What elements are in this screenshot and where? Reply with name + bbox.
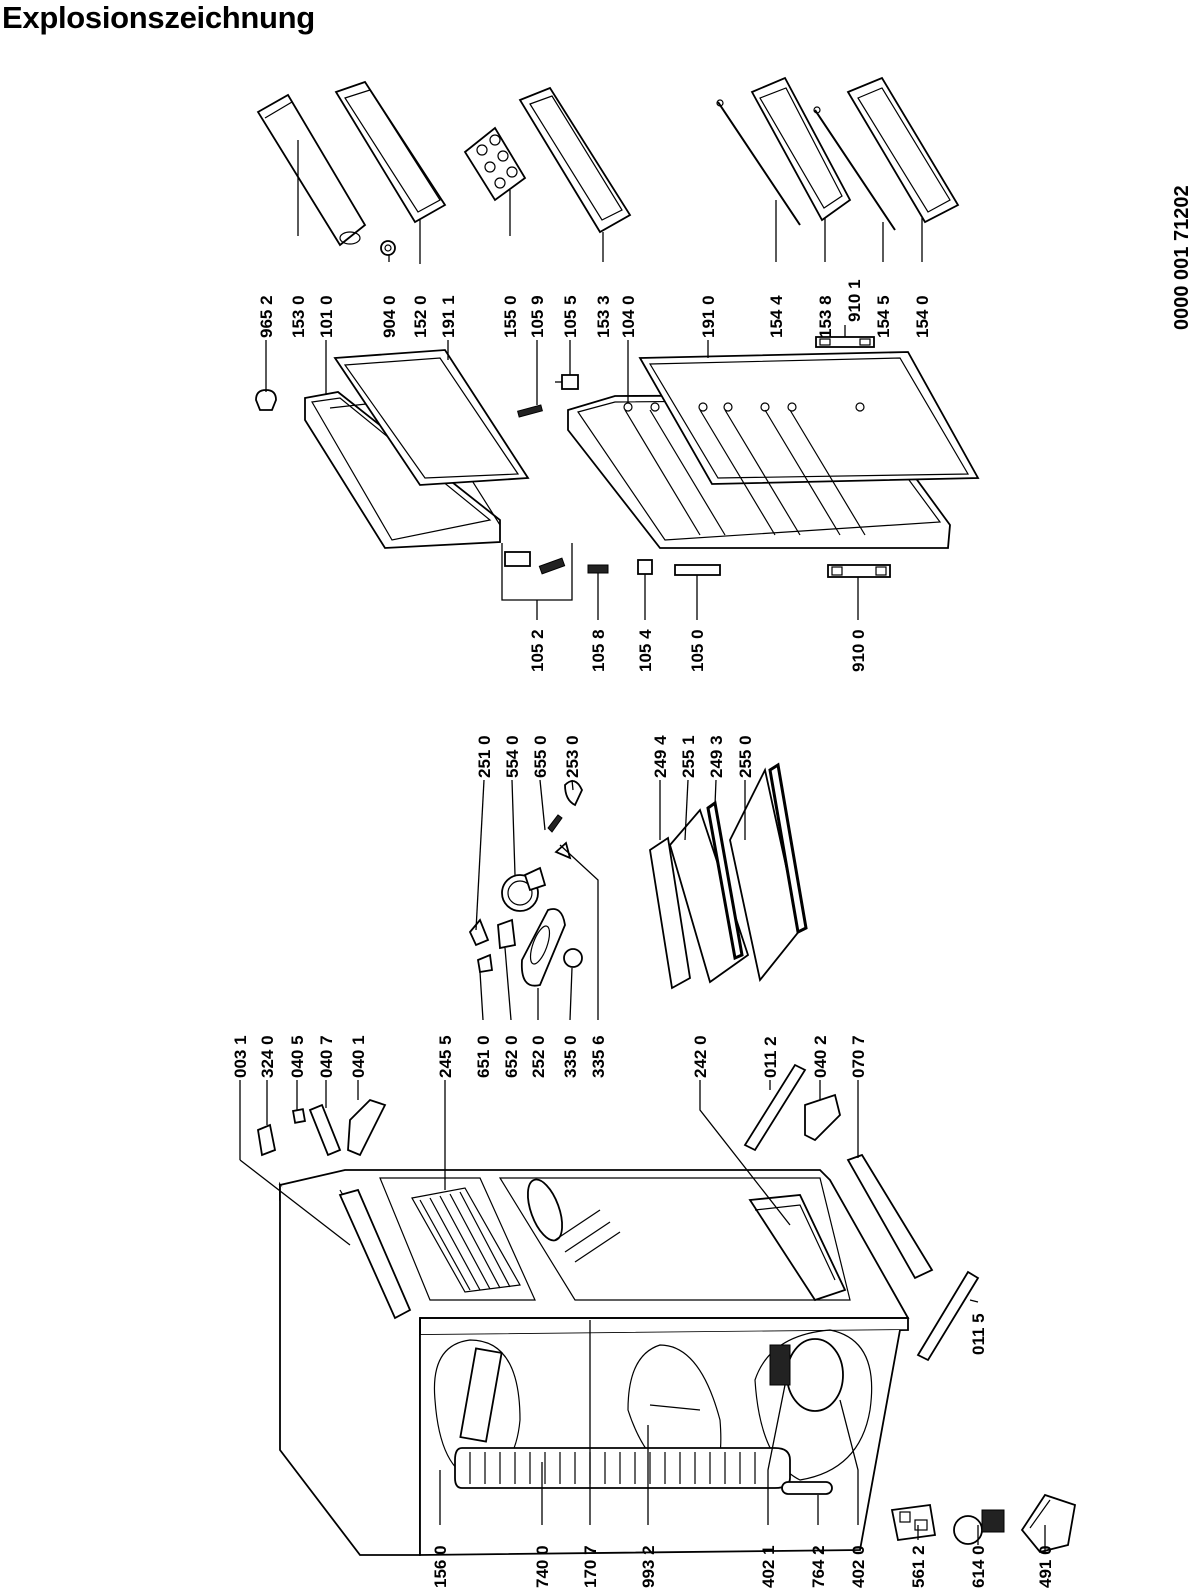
label-191-1: 191 1 <box>439 295 458 338</box>
label-154-5: 154 5 <box>874 295 893 338</box>
label-155-0: 155 0 <box>501 295 520 338</box>
label-651-0: 651 0 <box>474 1035 493 1078</box>
label-011-2: 011 2 <box>761 1036 780 1078</box>
label-070-7: 070 7 <box>849 1035 868 1078</box>
label-104-0: 104 0 <box>619 295 638 338</box>
label-335-0: 335 0 <box>561 1035 580 1078</box>
label-170-7: 170 7 <box>581 1545 600 1588</box>
cabinet-body <box>256 1063 980 1556</box>
label-105-0: 105 0 <box>688 629 707 672</box>
label-154-0: 154 0 <box>913 295 932 338</box>
label-764-2: 764 2 <box>809 1545 828 1588</box>
label-561-2: 561 2 <box>909 1545 928 1588</box>
page-title: Explosionszeichnung <box>2 0 315 35</box>
document-number: 0000 001 71202 <box>1171 185 1193 330</box>
label-152-0: 152 0 <box>411 295 430 338</box>
label-910-0: 910 0 <box>849 629 868 672</box>
label-402-1: 402 1 <box>759 1545 778 1588</box>
label-910-1: 910 1 <box>845 279 864 322</box>
label-105-4: 105 4 <box>636 629 655 672</box>
label-156-0: 156 0 <box>431 1545 450 1588</box>
part-number-labels: 965 2 153 0 101 0 904 0 152 0 191 1 155 … <box>231 185 1193 1588</box>
label-965-2: 965 2 <box>257 295 276 338</box>
freezer-door-parts <box>255 76 980 601</box>
label-402-0: 402 0 <box>849 1545 868 1588</box>
thermostat-and-shelves <box>468 762 808 990</box>
label-255-0: 255 0 <box>736 735 755 778</box>
label-253-0: 253 0 <box>563 735 582 778</box>
label-554-0: 554 0 <box>503 735 522 778</box>
label-153-8: 153 8 <box>816 295 835 338</box>
label-335-6: 335 6 <box>589 1035 608 1078</box>
label-652-0: 652 0 <box>502 1035 521 1078</box>
label-040-7: 040 7 <box>317 1035 336 1078</box>
label-245-5: 245 5 <box>436 1035 455 1078</box>
label-153-0: 153 0 <box>289 295 308 338</box>
label-105-5: 105 5 <box>561 295 580 338</box>
label-904-0: 904 0 <box>380 295 399 338</box>
label-255-1: 255 1 <box>679 735 698 778</box>
label-105-2: 105 2 <box>528 629 547 672</box>
label-740-0: 740 0 <box>533 1545 552 1588</box>
label-324-0: 324 0 <box>258 1035 277 1078</box>
label-249-4: 249 4 <box>651 735 670 778</box>
label-003-1: 003 1 <box>231 1035 250 1078</box>
label-191-0: 191 0 <box>699 295 718 338</box>
label-101-0: 101 0 <box>317 295 336 338</box>
label-154-4: 154 4 <box>767 295 786 338</box>
label-040-5: 040 5 <box>288 1035 307 1078</box>
label-040-2: 040 2 <box>811 1035 830 1078</box>
label-993-2: 993 2 <box>639 1545 658 1588</box>
label-491-0: 491 0 <box>1036 1545 1055 1588</box>
label-105-9: 105 9 <box>528 295 547 338</box>
label-105-8: 105 8 <box>589 629 608 672</box>
label-655-0: 655 0 <box>531 735 550 778</box>
label-040-1: 040 1 <box>349 1035 368 1078</box>
label-251-0: 251 0 <box>475 735 494 778</box>
label-011-5: 011 5 <box>969 1313 988 1355</box>
leader-lines <box>239 140 1046 1552</box>
electrical-parts <box>890 1493 1077 1554</box>
label-614-0: 614 0 <box>969 1545 988 1588</box>
label-153-3: 153 3 <box>594 295 613 338</box>
label-249-3: 249 3 <box>707 735 726 778</box>
label-252-0: 252 0 <box>529 1035 548 1078</box>
label-242-0: 242 0 <box>691 1035 710 1078</box>
